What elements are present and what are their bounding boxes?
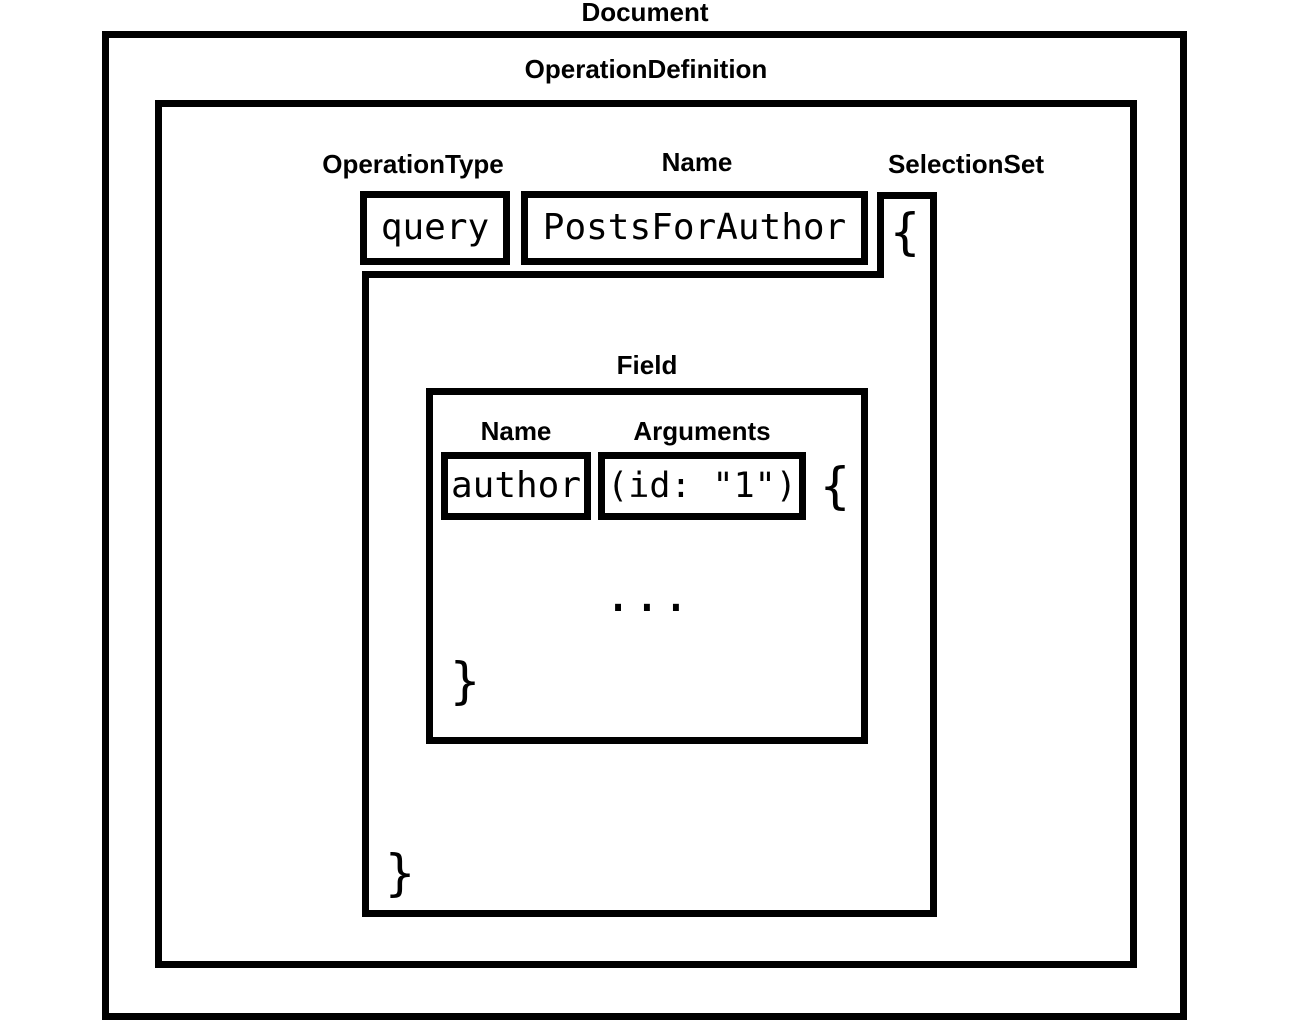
- field-name-label: Name: [480, 416, 552, 446]
- field-ellipsis: ...: [603, 567, 691, 623]
- operation-type-value: query: [380, 207, 490, 248]
- selection-set-close-brace: }: [384, 844, 416, 902]
- field-name-box: author: [441, 452, 591, 520]
- operation-definition-label: OperationDefinition: [524, 54, 768, 84]
- field-name-value: author: [450, 465, 582, 506]
- document-title: Document: [581, 0, 709, 27]
- field-arguments-box: (id: "1"): [598, 452, 806, 520]
- name-label: Name: [661, 147, 733, 177]
- field-open-brace: {: [819, 457, 851, 515]
- field-label: Field: [616, 350, 678, 380]
- field-arguments-value: (id: "1"): [607, 466, 797, 506]
- field-arguments-label: Arguments: [633, 416, 771, 446]
- selection-set-open-brace: {: [889, 203, 921, 261]
- field-box: [426, 388, 868, 744]
- field-close-brace: }: [449, 652, 481, 710]
- operation-type-label: OperationType: [322, 149, 504, 179]
- operation-type-box: query: [360, 191, 510, 265]
- operation-name-value: PostsForAuthor: [542, 207, 847, 248]
- selection-set-label: SelectionSet: [887, 149, 1045, 179]
- operation-name-box: PostsForAuthor: [521, 191, 868, 265]
